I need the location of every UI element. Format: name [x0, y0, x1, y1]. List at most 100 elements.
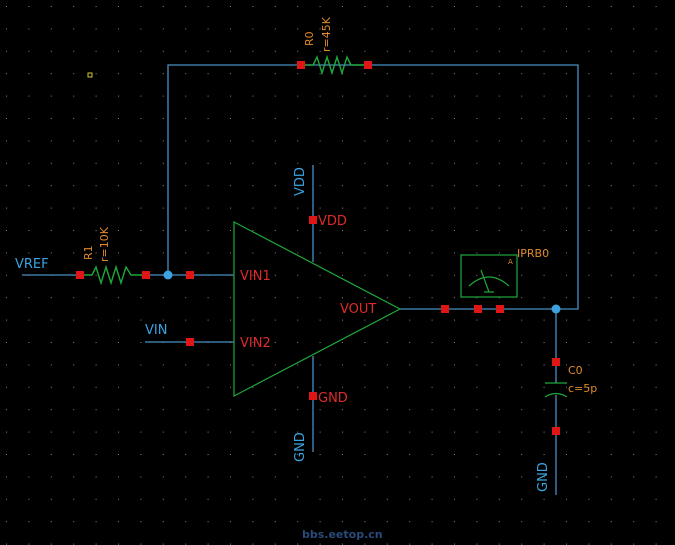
grid-dot	[230, 6, 231, 7]
pin-vin1[interactable]	[186, 271, 194, 279]
junction-dot-output[interactable]	[551, 304, 561, 314]
grid-dot	[633, 476, 635, 478]
grid-dot	[140, 73, 142, 75]
pin-probe-left[interactable]	[474, 305, 482, 313]
grid-dot	[118, 386, 119, 388]
grid-dot	[28, 185, 30, 187]
grid-dot	[274, 454, 276, 455]
net-label-vin[interactable]: VIN	[145, 323, 167, 338]
opamp-pin-label-vout: VOUT	[340, 302, 376, 317]
grid-dot	[342, 454, 343, 455]
grid-dot	[588, 252, 590, 254]
grid-dot	[633, 454, 635, 455]
resistor-r0[interactable]	[301, 54, 368, 76]
grid-dot	[610, 28, 612, 30]
grid-dot	[454, 498, 455, 500]
grid-dot	[633, 319, 635, 321]
grid-dot	[409, 140, 411, 142]
grid-dot	[342, 185, 343, 187]
grid-dot	[118, 319, 119, 321]
grid-dot	[28, 386, 30, 388]
grid-dot	[252, 28, 254, 30]
resistor-r1[interactable]	[80, 264, 146, 286]
grid-dot	[633, 95, 635, 97]
grid-dot	[498, 431, 500, 433]
grid-dot	[162, 498, 164, 500]
pin-r0-right[interactable]	[364, 61, 372, 69]
grid-dot	[431, 297, 433, 299]
grid-dot	[230, 252, 231, 254]
grid-dot	[50, 50, 52, 52]
grid-dot	[319, 252, 321, 254]
pin-probe-right[interactable]	[496, 305, 504, 313]
pin-vdd[interactable]	[309, 216, 317, 224]
net-label-gnd-opamp[interactable]: GND	[293, 432, 308, 462]
grid-dot	[588, 319, 590, 321]
grid-dot	[543, 543, 545, 545]
net-label-gnd-cap[interactable]: GND	[536, 462, 551, 492]
grid-dot	[588, 543, 590, 545]
grid-dot	[140, 230, 142, 231]
pin-vin2[interactable]	[186, 338, 194, 346]
pin-r0-left[interactable]	[297, 61, 305, 69]
grid-dot	[6, 454, 7, 455]
junction-dot-input[interactable]	[163, 270, 173, 280]
grid-dot	[476, 274, 478, 276]
grid-dot	[73, 521, 75, 523]
grid-dot	[386, 521, 388, 523]
grid-dot	[140, 431, 142, 433]
grid-dot	[207, 118, 209, 119]
grid-dot	[118, 409, 119, 411]
grid-dot	[319, 431, 321, 433]
pin-r1-left[interactable]	[76, 271, 84, 279]
grid-dot	[274, 543, 276, 545]
grid-dot	[566, 431, 567, 433]
net-label-vdd[interactable]: VDD	[293, 167, 308, 196]
capacitor-c0[interactable]	[544, 382, 568, 398]
grid-dot	[319, 230, 321, 231]
grid-dot	[185, 207, 187, 209]
grid-dot	[431, 73, 433, 75]
net-label-vref[interactable]: VREF	[15, 257, 49, 272]
grid-dot	[543, 498, 545, 500]
grid-dot	[633, 521, 635, 523]
grid-dot	[588, 521, 590, 523]
feedback-wire[interactable]	[167, 64, 579, 310]
current-probe-iprb0[interactable]	[460, 254, 518, 298]
grid-dot	[543, 230, 545, 231]
grid-dot	[386, 409, 388, 411]
grid-dot	[6, 386, 7, 388]
grid-dot	[50, 409, 52, 411]
opamp-pin-label-vdd: VDD	[318, 214, 347, 229]
grid-dot	[543, 454, 545, 455]
grid-dot	[521, 342, 523, 343]
grid-dot	[655, 409, 657, 411]
pin-vout[interactable]	[441, 305, 449, 313]
grid-dot	[364, 431, 366, 433]
grid-dot	[342, 476, 343, 478]
grid-dot	[386, 297, 388, 299]
grid-dot	[342, 297, 343, 299]
grid-dot	[6, 185, 7, 187]
grid-dot	[274, 274, 276, 276]
grid-dot	[454, 274, 455, 276]
grid-dot	[633, 274, 635, 276]
grid-dot	[610, 274, 612, 276]
pin-c0-bottom[interactable]	[552, 427, 560, 435]
grid-dot	[319, 73, 321, 75]
grid-dot	[230, 454, 231, 455]
pin-gnd[interactable]	[309, 392, 317, 400]
grid-dot	[50, 230, 52, 231]
grid-dot	[521, 73, 523, 75]
pin-c0-top[interactable]	[552, 358, 560, 366]
grid-dot	[207, 386, 209, 388]
grid-dot	[230, 364, 231, 366]
grid-dot	[297, 50, 299, 52]
grid-dot	[566, 118, 567, 119]
pin-r1-right[interactable]	[142, 271, 150, 279]
grid-dot	[521, 431, 523, 433]
grid-dot	[319, 543, 321, 545]
grid-dot	[543, 476, 545, 478]
opamp[interactable]	[233, 221, 402, 397]
